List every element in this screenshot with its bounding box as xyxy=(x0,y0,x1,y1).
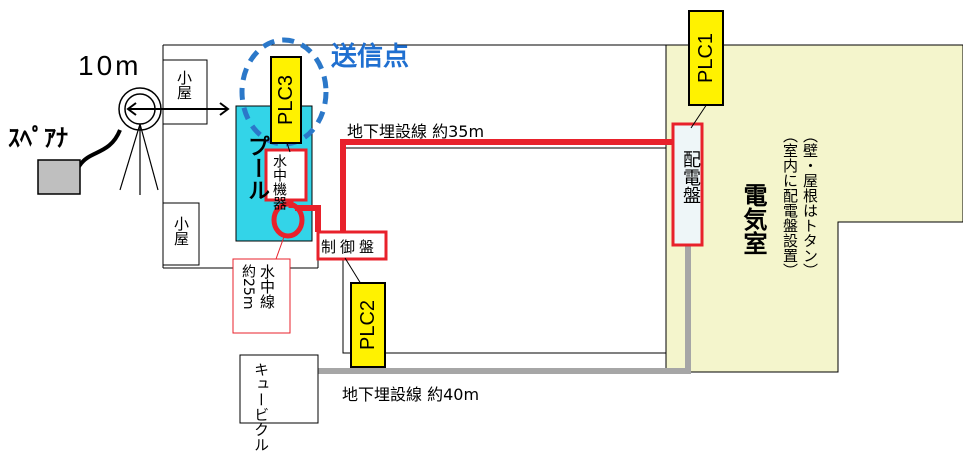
plc3-label: PLC3 xyxy=(270,56,302,144)
site-diagram xyxy=(37,37,963,424)
buried-line-35-label: 地下埋設線 約35m xyxy=(347,122,485,141)
cubicle-label: キュービクル xyxy=(252,362,270,452)
spectrum-analyzer-label: ｽﾍﾟｱﾅ xyxy=(8,124,68,152)
control-panel-box xyxy=(316,230,388,261)
underwater-line xyxy=(295,205,321,232)
underwater-coil xyxy=(271,201,305,239)
cubicle-box xyxy=(239,354,319,424)
buried-line-35m xyxy=(340,139,690,232)
underwater-line-callout xyxy=(232,258,291,334)
hut-top-label: 小屋 xyxy=(175,70,193,100)
spectrum-analyzer-icon xyxy=(37,159,81,195)
transmit-point-label: 送信点 xyxy=(331,42,410,72)
plc1-text: PLC1 xyxy=(695,32,717,84)
underwater-callout-leader xyxy=(275,233,286,260)
underwater-line-label: 水中線 xyxy=(258,264,276,309)
distribution-panel-label: 配電盤 xyxy=(680,150,701,204)
antenna-icon xyxy=(118,87,162,195)
transmit-point-circle xyxy=(239,37,329,147)
pool-label: プール xyxy=(244,135,269,201)
electric-room-label: 電気室 xyxy=(739,183,767,255)
buried-line-40-label: 地下埋設線 約40m xyxy=(342,385,480,404)
buried-line-40m xyxy=(318,245,691,374)
hut-bottom-label: 小屋 xyxy=(172,216,190,246)
hut-top-box xyxy=(162,59,208,125)
plc3-text: PLC3 xyxy=(275,74,297,126)
underwater-device-label: 水中機器 xyxy=(271,154,287,210)
distance-arrow xyxy=(126,102,230,116)
buried-area xyxy=(342,147,667,354)
hut-bottom-box xyxy=(162,202,200,266)
underwater-line-length: 約25m xyxy=(240,264,256,310)
plc2-label: PLC2 xyxy=(350,282,386,368)
underwater-device-box xyxy=(264,148,308,202)
electric-room-note-2: （壁・屋根はトタン） xyxy=(801,128,819,278)
control-panel-label: 制御盤 xyxy=(321,238,379,256)
plc2-text: PLC2 xyxy=(357,299,379,351)
plc1-label: PLC1 xyxy=(688,10,724,106)
distribution-panel-box xyxy=(671,122,704,247)
electric-room-note-1: （室内に配電盤設置） xyxy=(781,128,799,278)
distance-label: 10m xyxy=(78,50,142,81)
plc1-leader xyxy=(690,103,708,129)
